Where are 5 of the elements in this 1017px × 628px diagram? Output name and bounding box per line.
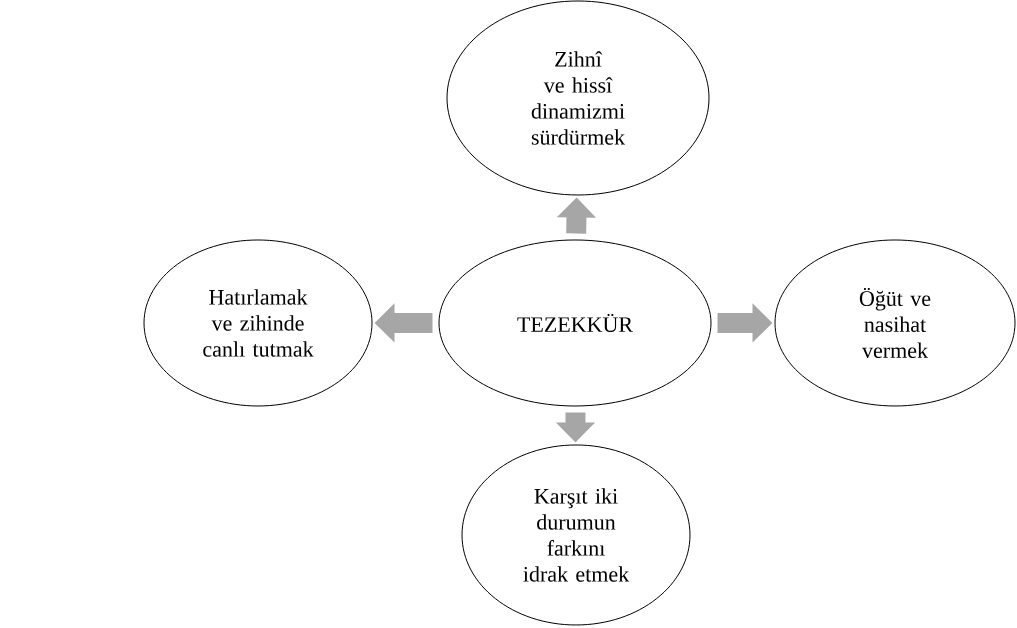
ellipse-node: Hatırlamak ve zihinde canlı tutmak <box>143 239 373 407</box>
ellipse-node: TEZEKKÜR <box>438 239 712 407</box>
ellipse-node: Zihnî ve hissî dinamizmi sürdürmek <box>446 0 710 196</box>
ellipse-node: Öğüt ve nasihat vermek <box>774 239 1016 407</box>
ellipse-node: Karşıt iki durumun farkını idrak etmek <box>461 444 691 626</box>
